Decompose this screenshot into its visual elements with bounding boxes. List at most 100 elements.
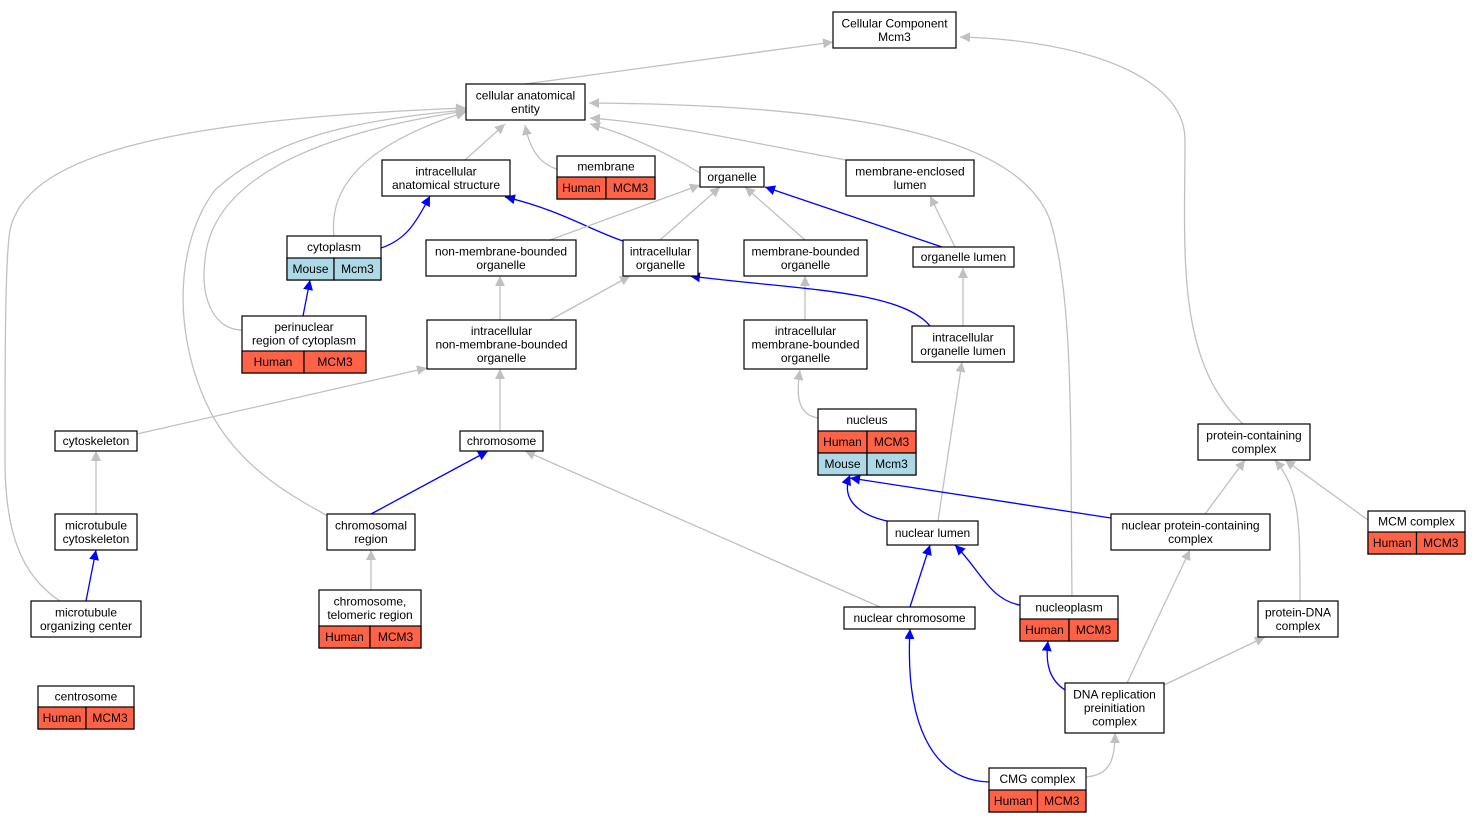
species-label: Human xyxy=(1025,623,1064,637)
node-label: anatomical structure xyxy=(392,178,500,192)
species-label: Human xyxy=(325,630,364,644)
node-label: non-membrane-bounded xyxy=(435,244,567,258)
node-label: preinitiation xyxy=(1084,701,1145,715)
node-label: DNA replication xyxy=(1073,688,1156,702)
node-organelle[interactable]: organelle xyxy=(699,166,765,188)
node-label: microtubule xyxy=(55,605,117,619)
edge-cmg-to-dpic xyxy=(1085,732,1120,778)
gene-cell xyxy=(1068,618,1119,642)
node-box xyxy=(743,319,868,370)
node-label: nuclear lumen xyxy=(895,526,970,540)
edge-chromreg-to-cae xyxy=(182,105,467,516)
node-label: organelle xyxy=(781,258,831,272)
edge-iol-to-io xyxy=(689,272,931,327)
node-label: intracellular xyxy=(415,164,476,178)
gene-label: MCM3 xyxy=(1076,623,1112,637)
node-label: CMG complex xyxy=(999,772,1075,786)
edge-membrane-to-cae xyxy=(522,124,561,171)
node-label: perinuclear xyxy=(274,320,333,334)
gene-label: MCM3 xyxy=(1044,794,1080,808)
gene-cell xyxy=(866,452,917,476)
node-ol[interactable]: organelle lumen xyxy=(912,246,1015,268)
node-label: MCM complex xyxy=(1378,515,1455,529)
gene-cell xyxy=(85,706,135,730)
node-box xyxy=(699,166,765,188)
node-label: intracellular xyxy=(932,330,993,344)
node-box xyxy=(381,159,511,197)
node-label: centrosome xyxy=(55,690,118,704)
node-label: cytoplasm xyxy=(307,240,361,254)
node-box xyxy=(54,513,138,551)
gene-label: Mcm3 xyxy=(341,262,374,276)
node-nl[interactable]: nuclear lumen xyxy=(886,520,979,546)
node-label: nuclear protein-containing xyxy=(1121,518,1259,532)
edge-dpic-to-npcc xyxy=(1126,549,1191,684)
node-inmbo[interactable]: intracellularnon-membrane-boundedorganel… xyxy=(426,319,577,370)
node-nchr[interactable]: nuclear chromosome xyxy=(843,606,976,630)
node-label: organelle lumen xyxy=(921,250,1006,264)
edge-inmbo-to-io xyxy=(549,275,631,321)
species-label: Human xyxy=(823,435,862,449)
edge-moc-to-cae xyxy=(4,103,467,602)
node-label: chromosome xyxy=(467,434,537,448)
node-label: membrane-bounded xyxy=(751,244,859,258)
node-box xyxy=(886,520,979,546)
edge-npcc-to-pcc xyxy=(1204,459,1246,515)
node-chromosome[interactable]: chromosome xyxy=(459,430,544,452)
gene-label: MCM3 xyxy=(874,435,910,449)
species-label: Human xyxy=(254,355,293,369)
edge-nucleoplasm-to-nl xyxy=(954,544,1021,606)
node-label: cellular anatomical xyxy=(476,88,575,102)
node-label: cytoskeleton xyxy=(63,532,130,546)
edge-nmbo-to-organelle xyxy=(549,183,701,241)
node-box xyxy=(1110,513,1271,551)
node-box xyxy=(465,83,586,121)
species-label: Human xyxy=(994,794,1033,808)
node-label: organelle xyxy=(477,351,527,365)
node-box xyxy=(1064,682,1165,734)
node-cytoskeleton[interactable]: cytoskeleton xyxy=(54,430,138,452)
edge-io-to-organelle xyxy=(659,186,721,241)
edge-nchr-to-chromosome xyxy=(524,450,881,608)
gene-cell xyxy=(1036,789,1087,813)
gene-cell xyxy=(1415,531,1466,555)
node-box xyxy=(459,430,544,452)
edge-ias-to-cae xyxy=(464,123,506,161)
node-label: chromosomal xyxy=(335,518,407,532)
gene-label: MCM3 xyxy=(92,711,128,725)
edge-nucleus-to-imbo xyxy=(793,369,819,419)
node-label: organelle xyxy=(707,170,757,184)
gene-label: Mcm3 xyxy=(875,457,908,471)
species-label: Human xyxy=(43,711,82,725)
edge-chromreg-to-chromosome xyxy=(370,450,489,515)
node-label: nuclear chromosome xyxy=(853,611,965,625)
node-label: membrane-enclosed xyxy=(855,164,964,178)
